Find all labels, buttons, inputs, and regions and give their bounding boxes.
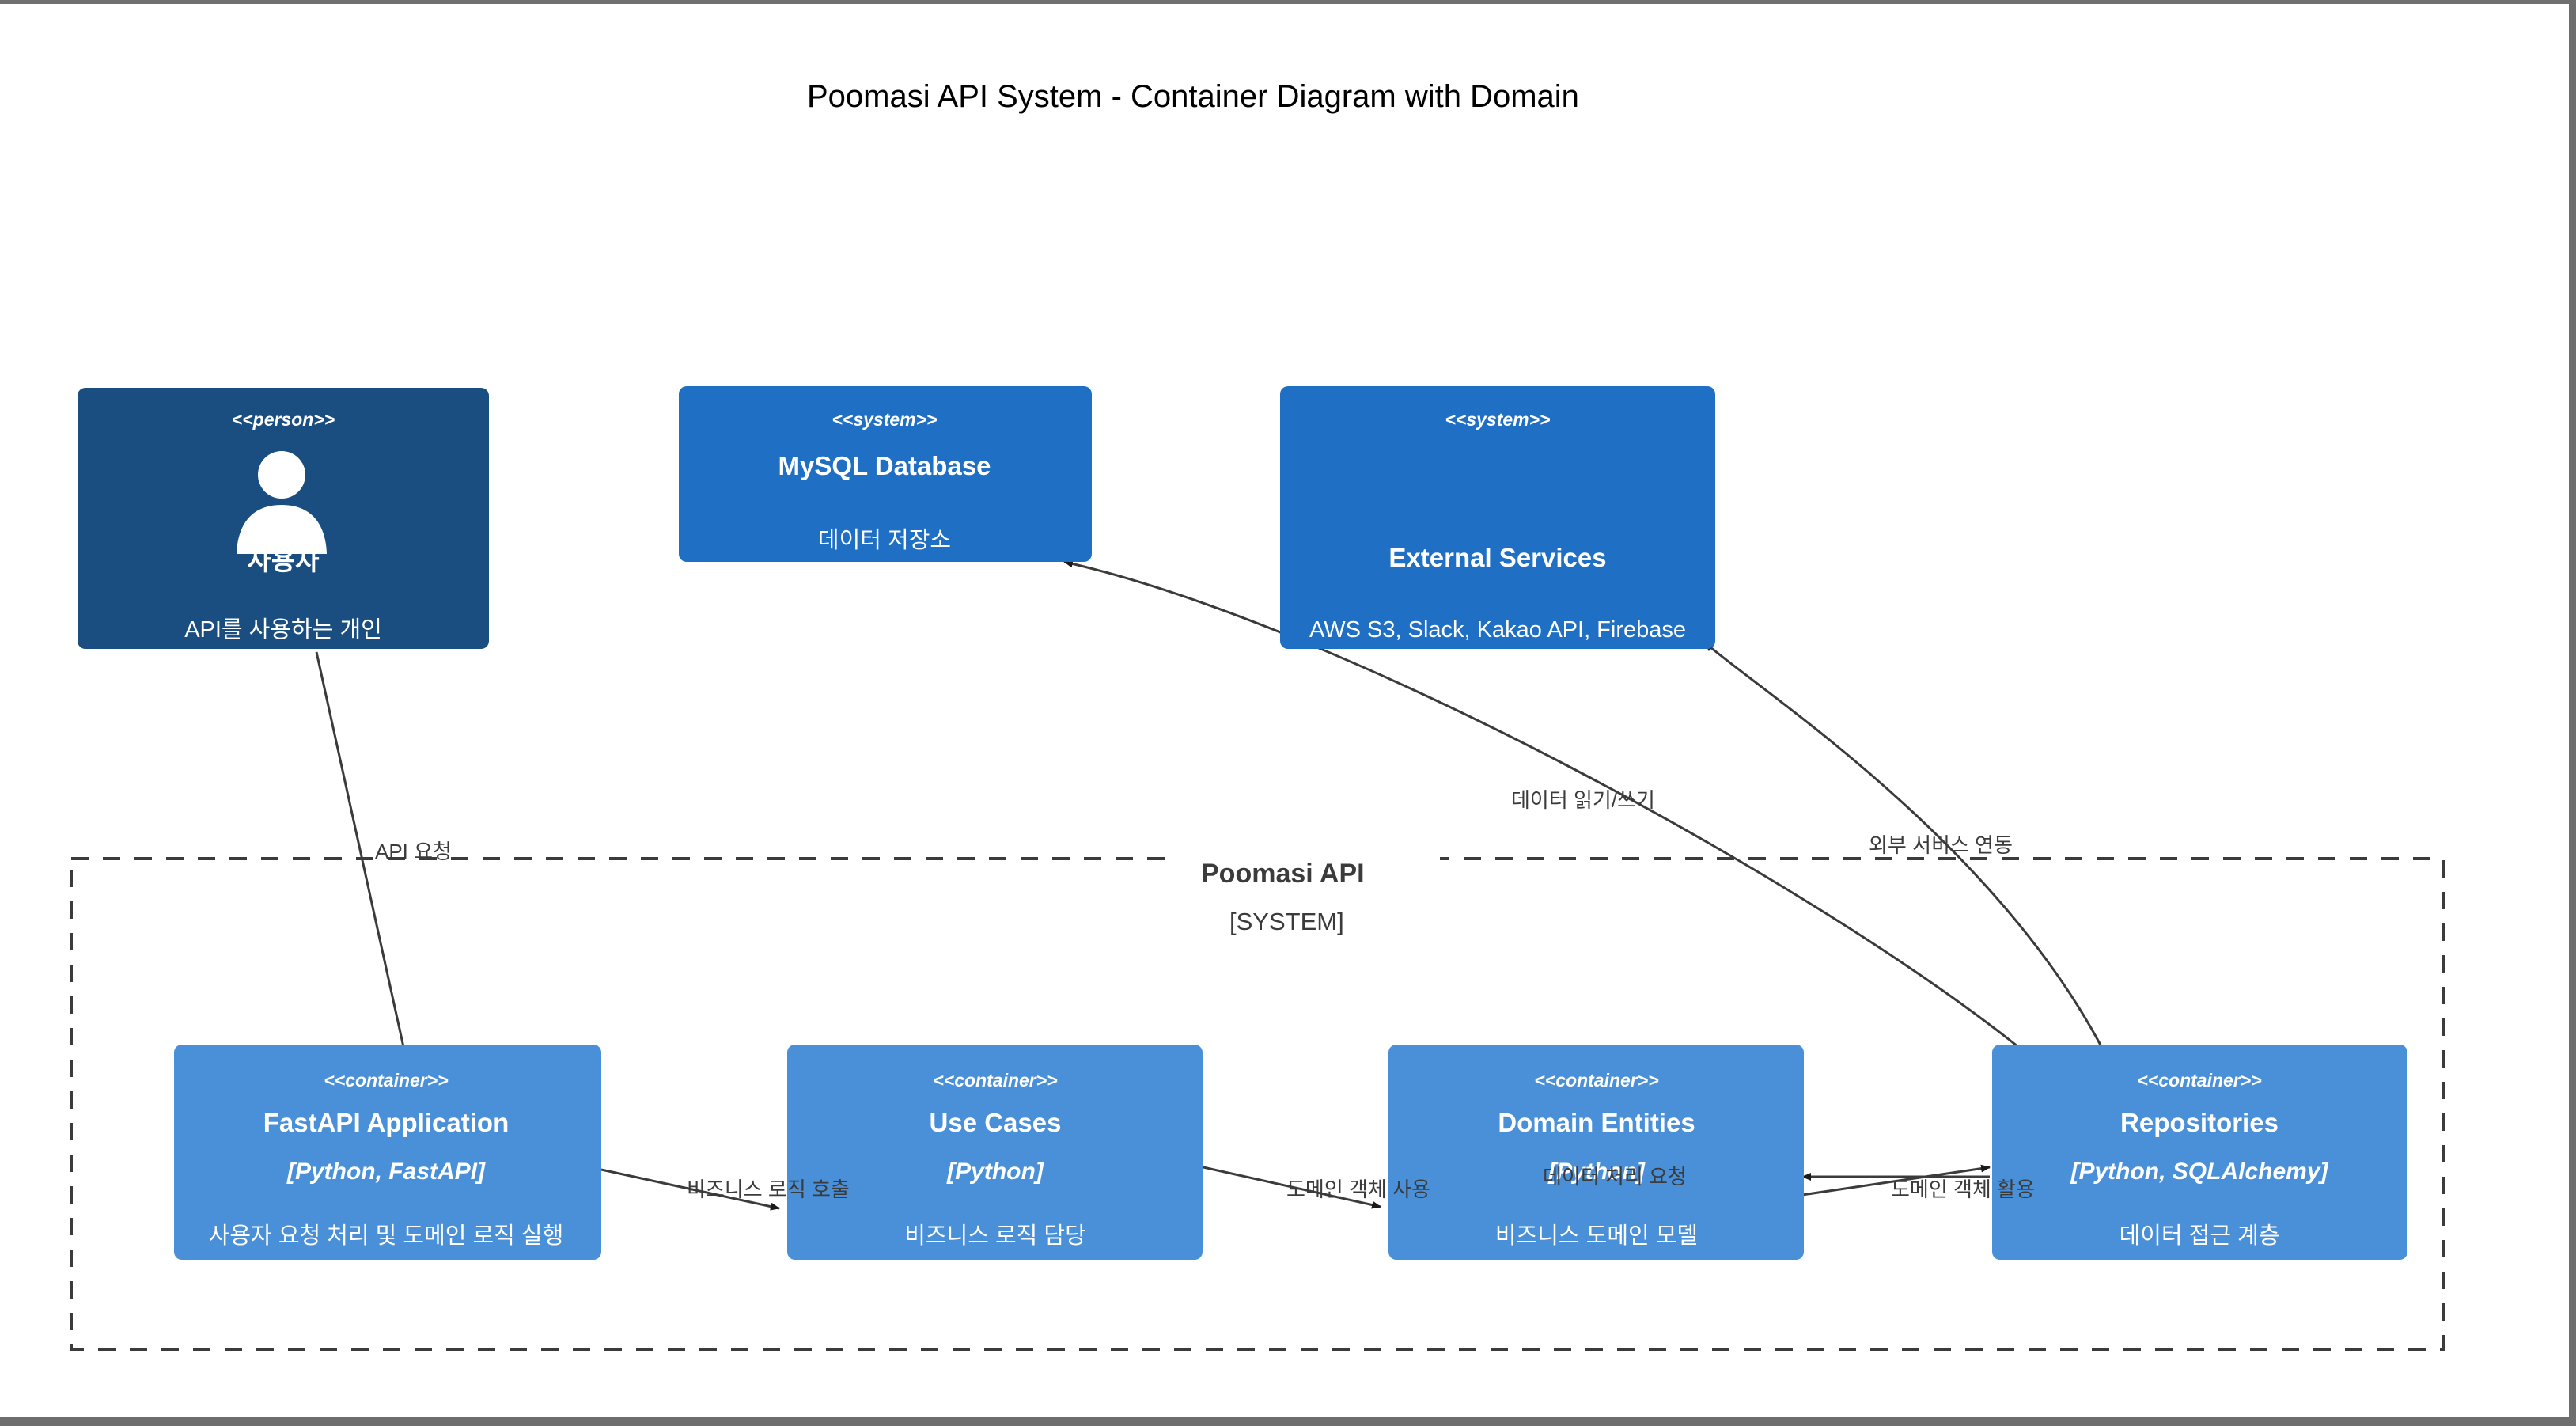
page-title: Poomasi API System - Container Diagram w… xyxy=(807,79,1579,114)
node-mysql-stereotype: <<system>> xyxy=(832,409,937,430)
node-mysql-box[interactable] xyxy=(679,386,1092,562)
node-use-cases-stereotype: <<container>> xyxy=(933,1070,1057,1090)
node-fastapi-application-box[interactable] xyxy=(174,1045,601,1260)
node-external-services-box[interactable] xyxy=(1280,386,1715,649)
node-fastapi-application-title: FastAPI Application xyxy=(263,1108,509,1137)
window-chrome-sliver xyxy=(0,0,2576,4)
edge-line-api-request xyxy=(315,651,407,1055)
node-repositories-description: 데이터 접근 계층 xyxy=(2120,1223,2280,1249)
node-domain-entities-title: Domain Entities xyxy=(1498,1108,1695,1137)
boundary-subtitle: [SYSTEM] xyxy=(1229,908,1344,935)
node-external-services-title: External Services xyxy=(1388,543,1606,572)
taskbar-sliver xyxy=(0,1417,2576,1426)
node-fastapi-application-description: 사용자 요청 처리 및 도메인 로직 실행 xyxy=(209,1223,564,1249)
edge-line-domain-object-use xyxy=(1195,1164,1381,1209)
node-repositories-title: Repositories xyxy=(2120,1108,2279,1137)
node-mysql-description: 데이터 저장소 xyxy=(818,527,951,553)
node-external-services[interactable]: <<system>> External Services AWS S3, Sla… xyxy=(1280,386,1715,649)
edge-line-domain-object-utilize xyxy=(1801,1164,1991,1197)
node-fastapi-application-tech: [Python, FastAPI] xyxy=(286,1159,486,1185)
boundary-title: Poomasi API xyxy=(1201,859,1365,889)
node-fastapi-application[interactable]: <<container>> FastAPI Application [Pytho… xyxy=(174,1045,601,1260)
edge-label-data-process-request: 데이터 처리 요청 xyxy=(1543,1165,1687,1189)
node-external-services-description: AWS S3, Slack, Kakao API, Firebase xyxy=(1309,617,1686,643)
node-repositories-stereotype: <<container>> xyxy=(2137,1070,2261,1090)
node-repositories-tech: [Python, SQLAlchemy] xyxy=(2070,1159,2328,1185)
node-mysql-title: MySQL Database xyxy=(778,451,991,480)
node-user-stereotype: <<person>> xyxy=(232,409,335,430)
edge-label-data-read-write: 데이터 읽기/쓰기 xyxy=(1511,788,1655,812)
person-icon xyxy=(237,451,327,554)
edge-label-domain-object-utilize: 도메인 객체 활용 xyxy=(1891,1178,2035,1201)
node-domain-entities-box[interactable] xyxy=(1388,1045,1804,1260)
node-user-description: API를 사용하는 개인 xyxy=(184,616,382,643)
node-repositories[interactable]: <<container>> Repositories [Python, SQLA… xyxy=(1992,1045,2407,1260)
edge-label-api-request: API 요청 xyxy=(375,840,452,863)
edge-label-external-integration: 외부 서비스 연동 xyxy=(1869,833,2013,857)
node-use-cases-box[interactable] xyxy=(787,1045,1203,1260)
node-use-cases-title: Use Cases xyxy=(930,1108,1062,1137)
node-domain-entities-stereotype: <<container>> xyxy=(1534,1070,1658,1090)
node-repositories-box[interactable] xyxy=(1992,1045,2407,1260)
node-fastapi-application-stereotype: <<container>> xyxy=(324,1070,448,1090)
node-use-cases-tech: [Python] xyxy=(946,1159,1044,1185)
node-mysql[interactable]: <<system>> MySQL Database 데이터 저장소 xyxy=(679,386,1092,562)
edge-label-domain-object-use: 도메인 객체 사용 xyxy=(1286,1178,1430,1201)
edge-line-business-logic-call xyxy=(600,1168,780,1211)
boundary-label-backdrop xyxy=(1179,840,1440,877)
edge-line-data-read-write xyxy=(1063,559,2026,1054)
edge-line-external-integration xyxy=(1704,641,2106,1053)
node-domain-entities-description: 비즈니스 도메인 모델 xyxy=(1495,1223,1698,1249)
node-user[interactable]: <<person>> 사용자 API를 사용하는 개인 xyxy=(78,388,489,649)
node-domain-entities-tech: [Python] xyxy=(1547,1159,1646,1185)
node-use-cases[interactable]: <<container>> Use Cases [Python] 비즈니스 로직… xyxy=(787,1045,1203,1260)
node-external-services-stereotype: <<system>> xyxy=(1445,409,1550,430)
edge-label-business-logic-call: 비즈니스 로직 호출 xyxy=(687,1178,850,1201)
node-user-title: 사용자 xyxy=(247,546,320,575)
node-use-cases-description: 비즈니스 로직 담당 xyxy=(904,1223,1086,1249)
node-domain-entities[interactable]: <<container>> Domain Entities [Python] 비… xyxy=(1388,1045,1804,1260)
